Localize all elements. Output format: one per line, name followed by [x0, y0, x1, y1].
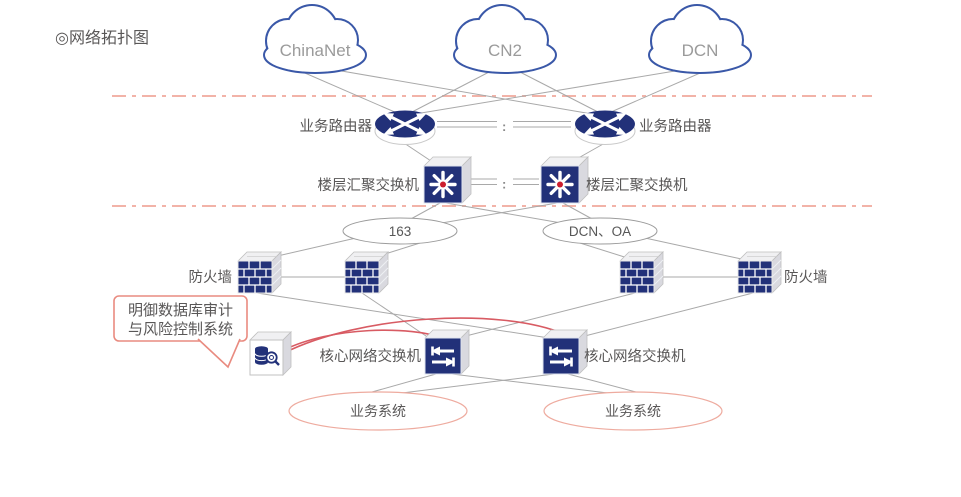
link-line: [576, 292, 754, 339]
link-line: [256, 292, 550, 339]
link-line: [411, 70, 492, 113]
audit-callout: 明御数据库审计 与风险控制系统: [113, 295, 248, 369]
cloud-icon: [648, 4, 752, 74]
core-switch-left: 核心网络交换机: [320, 328, 471, 376]
firewall-label-right: 防火墙: [784, 269, 828, 286]
link-line: [644, 237, 747, 261]
floor-switch-label: 楼层汇聚交换机: [318, 176, 420, 194]
cloud-icon: [263, 4, 367, 74]
firewall-brick-icon: [737, 251, 782, 294]
link-line: [517, 70, 599, 113]
link-line: [457, 292, 636, 339]
database-audit-appliance: [249, 331, 292, 376]
link-line: [567, 373, 637, 393]
link-line: [562, 202, 595, 221]
router-label: 业务路由器: [639, 118, 712, 135]
callout-tail-fill: [198, 338, 240, 367]
link-line: [610, 69, 708, 113]
callout-tail: [197, 338, 241, 369]
core-switch-label: 核心网络交换机: [320, 347, 422, 365]
link-line: [361, 292, 430, 339]
trunk-separator: :: [502, 119, 506, 134]
core-switch-label: 核心网络交换机: [584, 347, 686, 365]
trunk-separator: :: [502, 177, 506, 192]
floor-switch-left: 楼层汇聚交换机: [318, 155, 473, 205]
business-label: 业务系统: [605, 403, 661, 419]
router-trunk-link: :: [437, 119, 571, 134]
business-system-left: 业务系统: [288, 391, 468, 431]
business-label: 业务系统: [350, 403, 406, 419]
cloud-dcn: DCN: [648, 4, 752, 74]
firewall-brick-icon: [619, 251, 664, 294]
core-switch-icon: [541, 328, 589, 376]
zone-label: DCN、OA: [569, 224, 631, 239]
zone-label: 163: [389, 224, 412, 239]
cloud-chinanet: ChinaNet: [263, 4, 367, 74]
page-title: ◎网络拓扑图: [55, 28, 149, 47]
business-router-right: 业务路由器: [573, 109, 712, 146]
switch-trunk-link: :: [464, 177, 539, 192]
core-switch-right: 核心网络交换机: [541, 328, 686, 376]
link-line: [393, 373, 555, 395]
zone-ellipse: [342, 217, 458, 245]
link-line: [414, 69, 682, 115]
audit-red-link-right: [283, 317, 565, 354]
floor-switch-label: 楼层汇聚交换机: [586, 176, 688, 194]
aggregation-switch-icon: [422, 155, 473, 205]
link-line: [297, 69, 398, 114]
link-line: [408, 202, 441, 221]
callout-bubble: [113, 295, 248, 342]
business-router-left: 业务路由器: [300, 109, 437, 146]
cloud-label: CN2: [488, 41, 522, 60]
floor-switch-right: 楼层汇聚交换机: [539, 155, 688, 205]
cloud-cn2: CN2: [453, 4, 557, 74]
zone-ellipse: [542, 217, 658, 245]
business-ellipse: [288, 391, 468, 431]
router-icon: [373, 109, 437, 146]
link-line: [371, 373, 437, 393]
link-line: [451, 373, 617, 395]
link-line: [329, 68, 593, 115]
aggregation-switch-icon: [539, 155, 590, 205]
callout-line1: 明御数据库审计: [128, 302, 233, 319]
firewall-brick-icon: [237, 251, 282, 294]
router-icon: [573, 109, 637, 146]
cloud-label: DCN: [682, 41, 719, 60]
business-system-right: 业务系统: [543, 391, 723, 431]
core-switch-icon: [423, 328, 471, 376]
firewall-label-left: 防火墙: [189, 269, 233, 286]
network-links: [256, 68, 754, 395]
cloud-label: ChinaNet: [280, 41, 351, 60]
callout-line2: 与风险控制系统: [128, 321, 233, 338]
firewall-brick-icon: [344, 251, 389, 294]
business-ellipse: [543, 391, 723, 431]
cloud-icon: [453, 4, 557, 74]
zone-dcn-oa: DCN、OA: [542, 217, 658, 245]
audit-red-link-left: [283, 329, 447, 351]
link-line: [435, 202, 558, 225]
zone-163: 163: [342, 217, 458, 245]
database-audit-appliance-icon: [254, 346, 280, 366]
link-line: [445, 202, 568, 225]
router-label: 业务路由器: [300, 118, 373, 135]
